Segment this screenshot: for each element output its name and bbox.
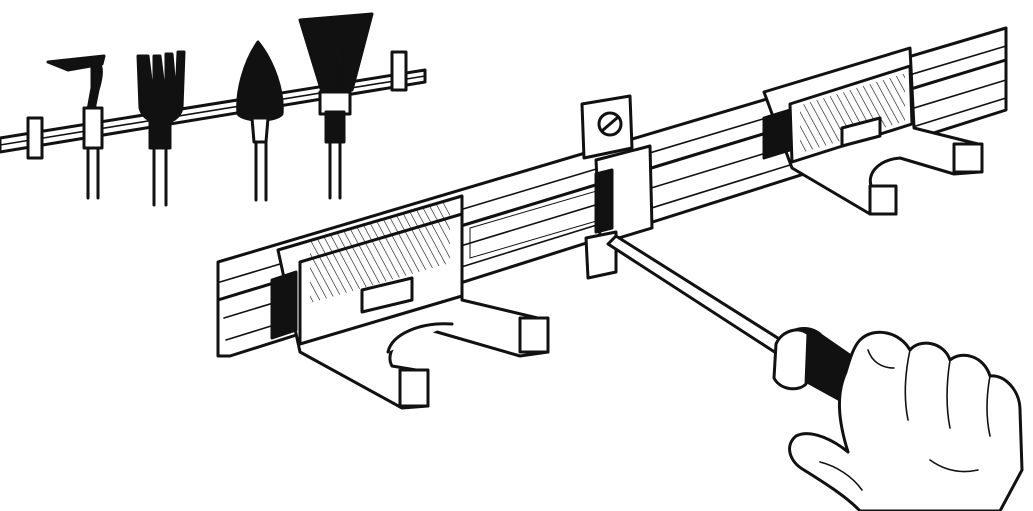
hand-icon: [788, 330, 1024, 511]
screw-icon: [597, 111, 623, 137]
hoe-icon: [46, 54, 106, 200]
hook-bracket-right: [762, 46, 984, 216]
bracket-left-face-hatch: [310, 198, 450, 304]
trowel-icon: [236, 40, 284, 202]
bracket-right-face-hatch: [800, 73, 905, 154]
screwdriver-icon: [606, 234, 882, 414]
broom-icon: [298, 12, 374, 200]
rake-icon: [136, 50, 186, 207]
hook-bracket-left: [270, 194, 550, 410]
inset-tool-rail: [0, 12, 427, 207]
